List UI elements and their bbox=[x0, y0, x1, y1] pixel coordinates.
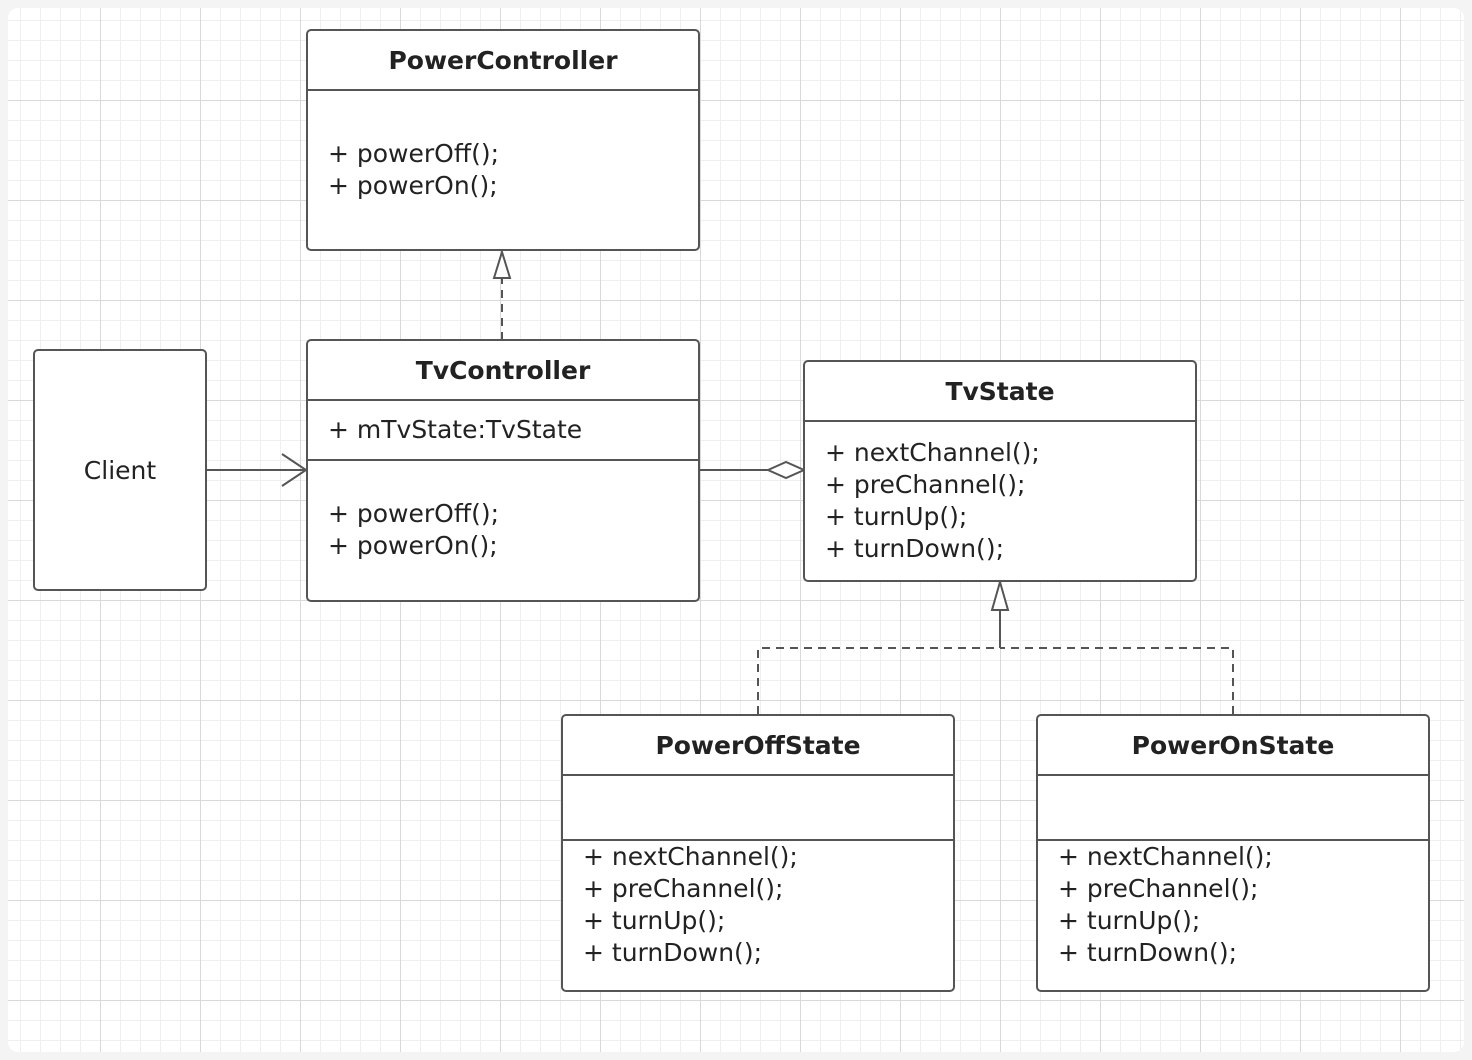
poweronstate-attributes bbox=[1038, 776, 1428, 841]
operation: + turnDown(); bbox=[1058, 938, 1237, 967]
operation: + preChannel(); bbox=[1058, 874, 1259, 903]
attribute: + mTvState:TvState bbox=[328, 415, 583, 444]
operation: + turnUp(); bbox=[583, 906, 726, 935]
operation: + powerOff(); bbox=[328, 139, 499, 168]
tvcontroller-class[interactable]: TvController + mTvState:TvState + powerO… bbox=[306, 339, 700, 602]
poweronstate-name: PowerOnState bbox=[1038, 716, 1428, 776]
realization-arrowhead-powercontroller bbox=[492, 248, 512, 279]
powercontroller-operations: + powerOff(); + powerOn(); bbox=[308, 91, 698, 249]
powercontroller-name: PowerController bbox=[308, 31, 698, 91]
poweronstate-class[interactable]: PowerOnState + nextChannel(); + preChann… bbox=[1036, 714, 1430, 992]
tvcontroller-name: TvController bbox=[308, 341, 698, 401]
tvstate-name: TvState bbox=[805, 362, 1195, 422]
tvcontroller-operations: + powerOff(); + powerOn(); bbox=[308, 461, 698, 599]
operation: + powerOn(); bbox=[328, 531, 498, 560]
poweroffstate-class[interactable]: PowerOffState + nextChannel(); + preChan… bbox=[561, 714, 955, 992]
operation: + turnUp(); bbox=[1058, 906, 1201, 935]
operation: + nextChannel(); bbox=[825, 438, 1040, 467]
aggregation-diamond bbox=[765, 460, 807, 480]
tvcontroller-attributes: + mTvState:TvState bbox=[308, 401, 698, 461]
operation: + powerOn(); bbox=[328, 171, 498, 200]
diagram-canvas bbox=[8, 8, 1464, 1052]
operation: + nextChannel(); bbox=[1058, 842, 1273, 871]
operation: + preChannel(); bbox=[825, 470, 1026, 499]
client-label: Client bbox=[83, 455, 157, 485]
poweronstate-to-tvstate-line[interactable] bbox=[1000, 647, 1234, 714]
tvstate-operations: + nextChannel(); + preChannel(); + turnU… bbox=[805, 422, 1195, 580]
operation: + turnDown(); bbox=[583, 938, 762, 967]
powercontroller-class[interactable]: PowerController + powerOff(); + powerOn(… bbox=[306, 29, 700, 251]
realization-arrowhead-tvstate bbox=[990, 578, 1010, 611]
operation: + preChannel(); bbox=[583, 874, 784, 903]
poweroffstate-operations: + nextChannel(); + preChannel(); + turnU… bbox=[563, 841, 953, 990]
poweronstate-operations: + nextChannel(); + preChannel(); + turnU… bbox=[1038, 841, 1428, 990]
poweroffstate-attributes bbox=[563, 776, 953, 841]
operation: + powerOff(); bbox=[328, 499, 499, 528]
client-box[interactable]: Client bbox=[33, 349, 207, 591]
poweroffstate-to-tvstate-line[interactable] bbox=[757, 647, 1000, 714]
operation: + turnUp(); bbox=[825, 502, 968, 531]
tvstate-class[interactable]: TvState + nextChannel(); + preChannel();… bbox=[803, 360, 1197, 582]
operation: + nextChannel(); bbox=[583, 842, 798, 871]
poweroffstate-name: PowerOffState bbox=[563, 716, 953, 776]
operation: + turnDown(); bbox=[825, 534, 1004, 563]
